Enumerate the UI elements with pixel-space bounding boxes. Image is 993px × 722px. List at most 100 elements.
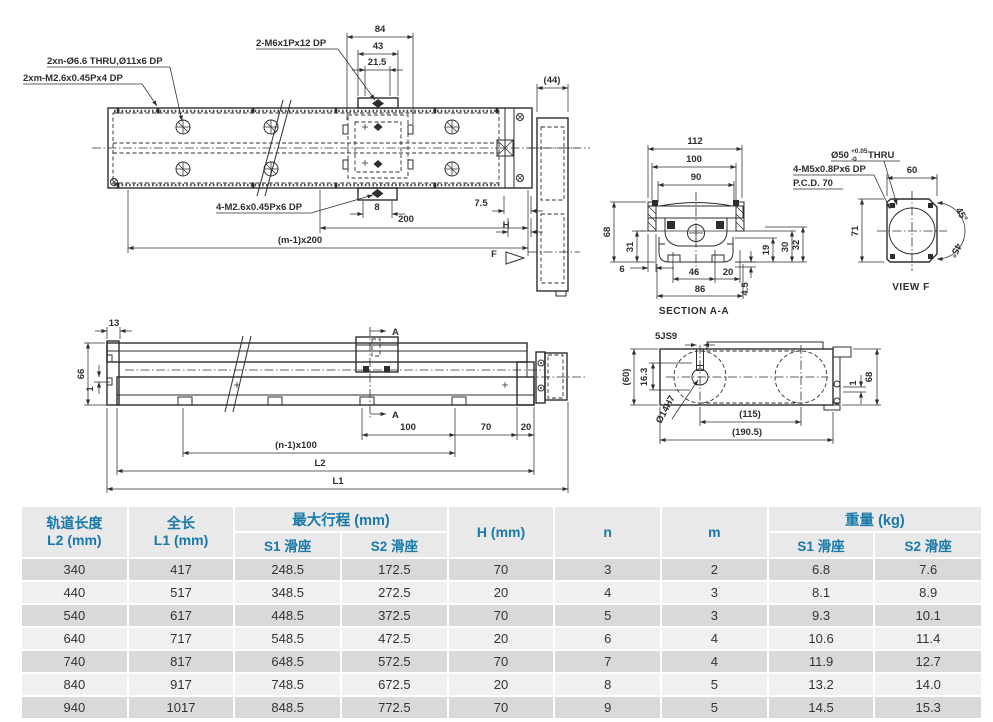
table-cell: 9.3 <box>768 605 874 626</box>
table-cell: 3 <box>662 605 767 626</box>
col-header-l1-line2: L1 (mm) <box>153 532 209 548</box>
table-cell: 9 <box>555 697 661 718</box>
edge-tap-holes <box>116 108 499 188</box>
table-cell: 4 <box>662 628 767 649</box>
table-cell: 740 <box>22 651 127 672</box>
dim-115: (115) <box>739 409 761 420</box>
col-header-m: m <box>662 507 767 557</box>
col-header-l2: 轨道长度 L2 (mm) <box>22 507 127 557</box>
table-cell: 20 <box>448 674 554 695</box>
break-line <box>264 99 292 197</box>
col-header-weight-s1: S1 滑座 <box>768 533 874 557</box>
table-cell: 348.5 <box>235 582 341 603</box>
dim-100: 100 <box>686 154 702 165</box>
col-header-h: H (mm) <box>448 507 554 557</box>
table-cell: 517 <box>128 582 234 603</box>
dim-43: 43 <box>373 41 384 52</box>
col-group-weight: 重量 (kg) <box>768 507 981 531</box>
callout-thru-holes: 2xn-Ø6.6 THRU,Ø11x6 DP <box>47 56 163 67</box>
table-cell: 8 <box>555 674 661 695</box>
motor-housing-plan <box>528 117 580 297</box>
col-header-l2-line1: 轨道长度 <box>46 515 103 531</box>
table-cell: 648.5 <box>235 651 341 672</box>
col-group-stroke: 最大行程 (mm) <box>235 507 447 531</box>
table-cell: 14.5 <box>768 697 874 718</box>
table-cell: 11.4 <box>875 628 981 649</box>
table-cell: 1017 <box>128 697 234 718</box>
col-header-stroke-s2: S2 滑座 <box>342 533 447 557</box>
dim-L1: L1 <box>332 476 344 487</box>
table-cell: 6 <box>555 628 661 649</box>
table-cell: 70 <box>448 559 554 580</box>
dim-4-5: 4.5 <box>740 282 751 296</box>
col-header-stroke-s1: S1 滑座 <box>235 533 341 557</box>
table-cell: 7.6 <box>875 559 981 580</box>
table-cell: 70 <box>448 697 554 718</box>
dim-n1x100: (n-1)x100 <box>275 440 317 451</box>
table-cell: 2 <box>662 559 767 580</box>
view-f-dimensions: 60 71 45° 45° <box>850 165 970 263</box>
dim-190-5: (190.5) <box>732 427 762 438</box>
table-cell: 8.9 <box>875 582 981 603</box>
dim-30: 30 <box>780 242 791 253</box>
table-cell: 12.7 <box>875 651 981 672</box>
view-f-letter: F <box>491 249 497 260</box>
bore-tol-minus: -0 <box>851 156 857 163</box>
table-cell: 3 <box>662 582 767 603</box>
section-arrow-a-top: A <box>392 327 399 338</box>
col-header-l1: 全长 L1 (mm) <box>128 507 234 557</box>
dim-200: 200 <box>398 214 414 225</box>
table-cell: 10.6 <box>768 628 874 649</box>
table-cell: 14.0 <box>875 674 981 695</box>
table-plate-section <box>647 205 744 219</box>
dim-86: 86 <box>695 284 706 295</box>
callout-tap-holes: 2xm-M2.6x0.45Px4 DP <box>23 73 123 84</box>
dim-68b: 68 <box>864 372 875 383</box>
dim-21-5: 21.5 <box>368 57 387 68</box>
table-cell: 4 <box>662 651 767 672</box>
bore-callout: Ø50 <box>831 150 849 161</box>
dim-H: H <box>503 220 510 231</box>
col-header-n: n <box>555 507 661 557</box>
carriage-side <box>355 336 399 373</box>
table-cell: 672.5 <box>342 674 447 695</box>
dim-31: 31 <box>625 241 636 252</box>
table-cell: 572.5 <box>342 651 447 672</box>
table-cell: 748.5 <box>235 674 341 695</box>
top-plate <box>106 342 528 363</box>
table-cell: 540 <box>22 605 127 626</box>
table-cell: 5 <box>662 697 767 718</box>
table-cell: 7 <box>555 651 661 672</box>
top-view: 84 43 21.5 (44) 8 200 (m-1)x200 7.5 H F <box>23 24 590 297</box>
table-cell: 70 <box>448 605 554 626</box>
dim-16-3: 16.3 <box>639 368 650 387</box>
grease-port-block-bottom <box>357 187 398 201</box>
table-cell: 5 <box>555 605 661 626</box>
dim-68: 68 <box>602 227 613 238</box>
table-cell: 70 <box>448 651 554 672</box>
spec-table: 轨道长度 L2 (mm) 全长 L1 (mm) 最大行程 (mm) H (mm)… <box>20 505 983 720</box>
view-f-title: VIEW F <box>892 282 929 293</box>
dim-1: 1 <box>85 386 96 392</box>
break-line <box>256 99 284 197</box>
corner-screws <box>110 113 524 186</box>
col-header-l1-line1: 全长 <box>167 515 195 531</box>
bottom-view-dimensions: 5JS9 (60) 16.3 Ø14H7 (115) (190.5) 68 1 <box>621 331 881 444</box>
dim-14H7: Ø14H7 <box>654 394 678 426</box>
dim-13: 13 <box>109 318 120 329</box>
dim-66: 66 <box>76 369 87 380</box>
table-cell: 3 <box>555 559 661 580</box>
view-f: Ø50 +0.05 -0 THRU 4-M5x0.8Px6 DP P.C.D. … <box>793 148 970 293</box>
table-cell: 448.5 <box>235 605 341 626</box>
table-cell: 4 <box>555 582 661 603</box>
section-aa-title: SECTION A-A <box>659 306 729 317</box>
break-line <box>224 335 244 413</box>
dim-44: (44) <box>544 75 561 86</box>
dim-70: 70 <box>481 422 492 433</box>
